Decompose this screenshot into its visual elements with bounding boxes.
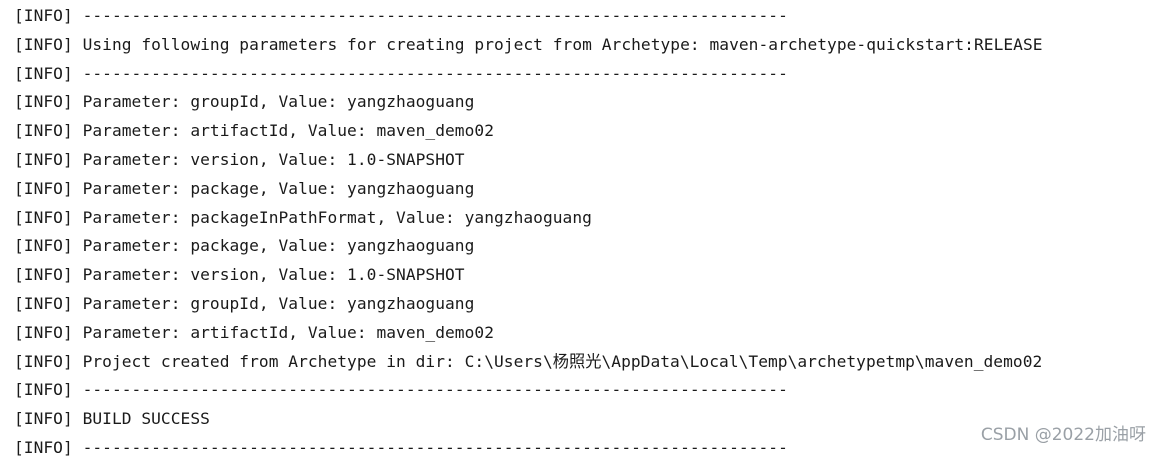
log-line-parameter-package: [INFO] Parameter: package, Value: yangzh… — [14, 236, 475, 256]
log-line-parameter-groupid: [INFO] Parameter: groupId, Value: yangzh… — [14, 293, 475, 313]
log-line-separator: [INFO] ---------------------------------… — [14, 380, 788, 400]
log-line-archetype-parameters: [INFO] Using following parameters for cr… — [14, 34, 1043, 54]
log-line-parameter-groupid: [INFO] Parameter: groupId, Value: yangzh… — [14, 92, 475, 112]
log-line-parameter-version: [INFO] Parameter: version, Value: 1.0-SN… — [14, 265, 465, 285]
log-line-parameter-version: [INFO] Parameter: version, Value: 1.0-SN… — [14, 149, 465, 169]
csdn-watermark: CSDN @2022加油呀 — [980, 425, 1146, 445]
log-line-project-created: [INFO] Project created from Archetype in… — [14, 351, 1043, 371]
log-line-build-success: [INFO] BUILD SUCCESS — [14, 409, 210, 429]
log-line-parameter-package: [INFO] Parameter: package, Value: yangzh… — [14, 178, 475, 198]
log-line-parameter-package-in-path-format: [INFO] Parameter: packageInPathFormat, V… — [14, 207, 592, 227]
log-line-separator: [INFO] ---------------------------------… — [14, 6, 788, 25]
log-line-separator: [INFO] ---------------------------------… — [14, 63, 788, 83]
log-line-parameter-artifactid: [INFO] Parameter: artifactId, Value: mav… — [14, 121, 494, 141]
log-line-separator: [INFO] ---------------------------------… — [14, 437, 788, 457]
log-line-parameter-artifactid: [INFO] Parameter: artifactId, Value: mav… — [14, 322, 494, 342]
console-output: [INFO] ---------------------------------… — [14, 2, 1154, 463]
